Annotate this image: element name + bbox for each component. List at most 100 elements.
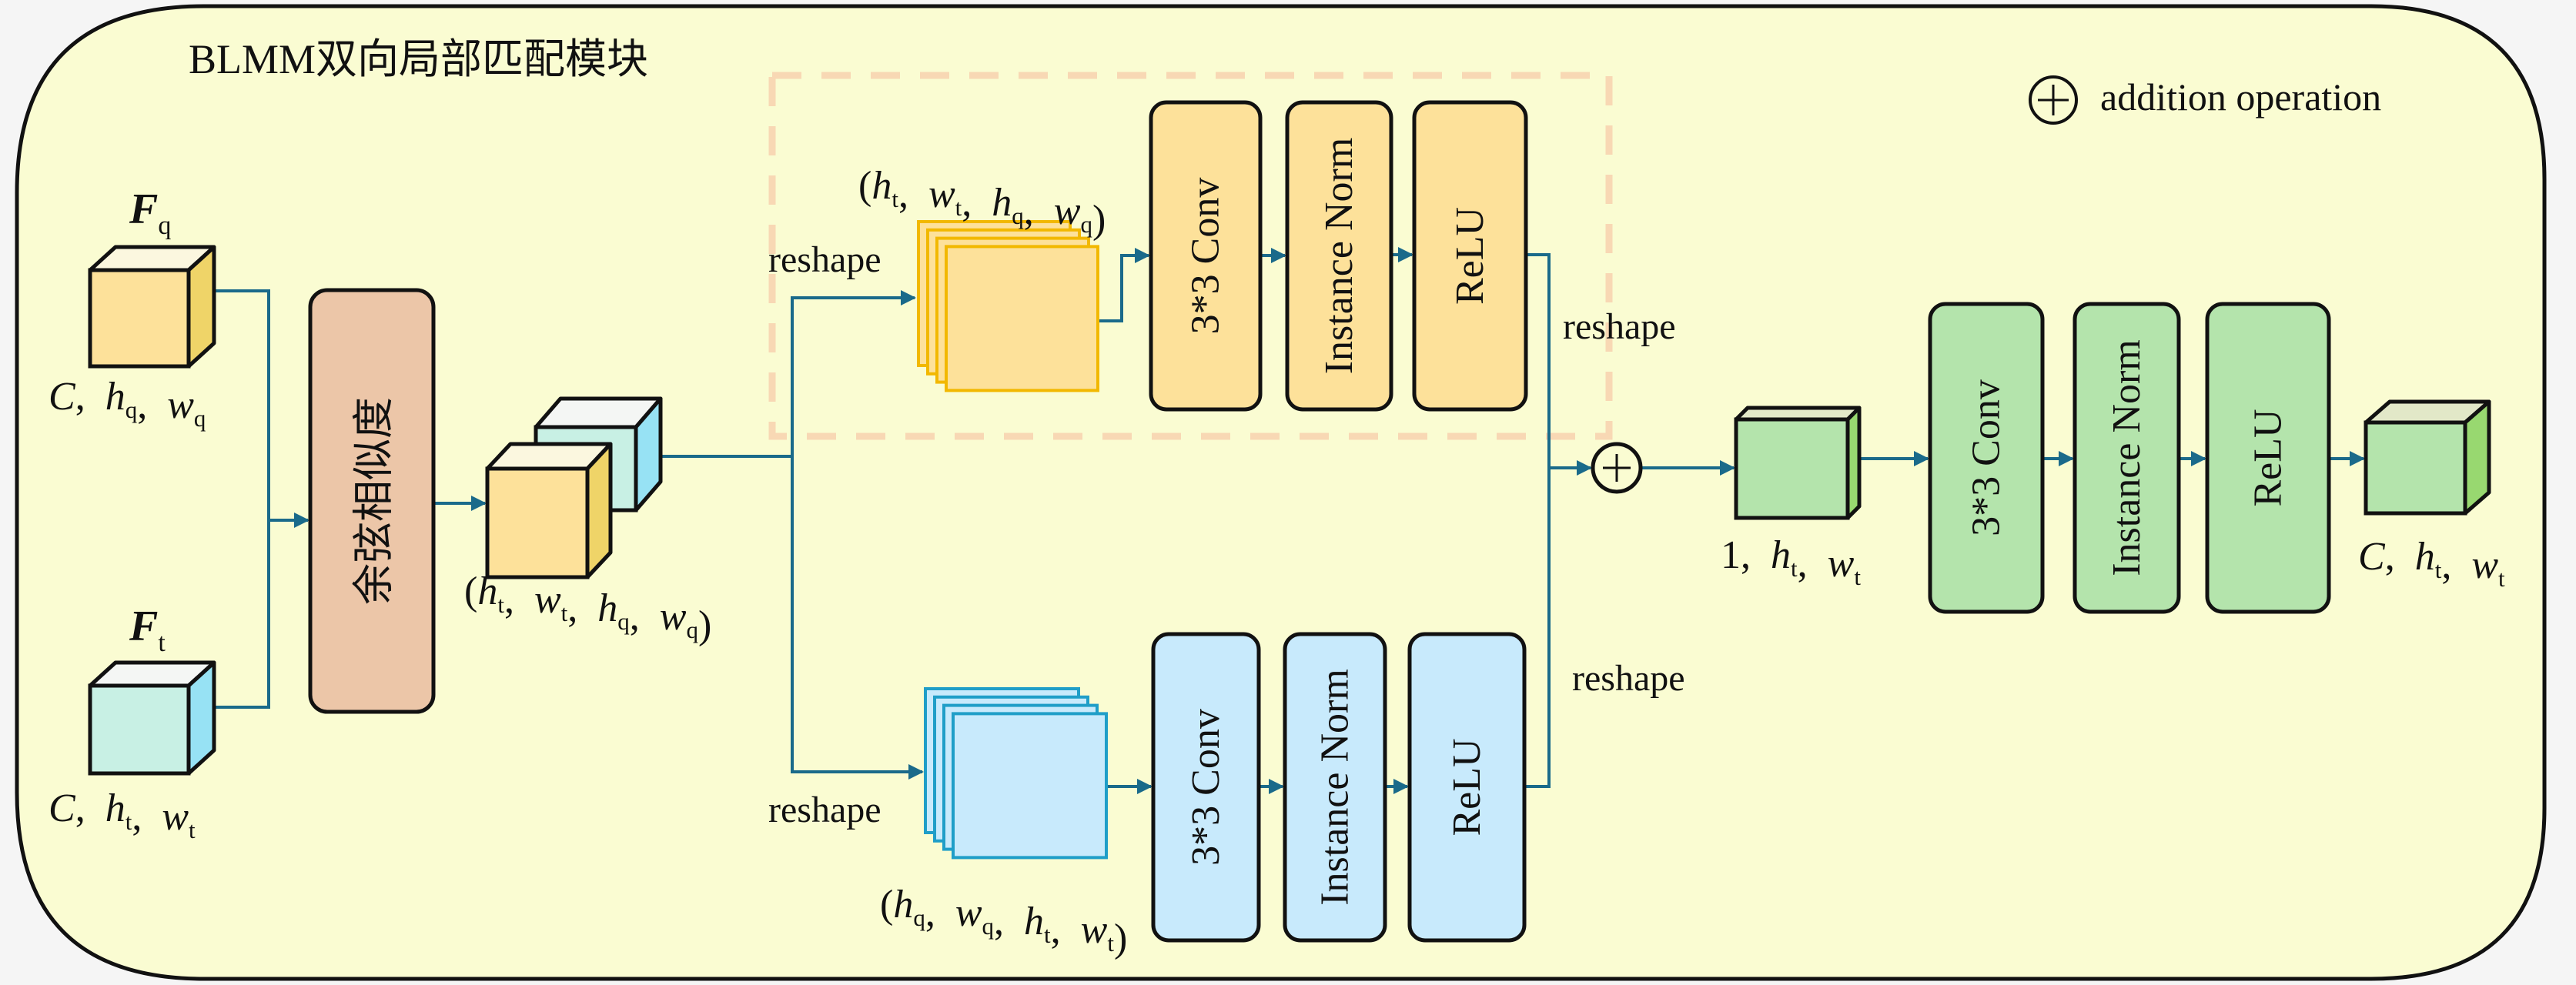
dim-symbol: h	[1771, 533, 1791, 577]
lower-conv-block-label: 3*3 Conv	[1184, 709, 1228, 866]
dim-symbol: h	[893, 883, 913, 927]
upper-conv-block: 3*3 Conv	[1149, 100, 1263, 412]
dim-symbol: h	[477, 569, 497, 613]
module-panel	[15, 4, 2547, 981]
upper-reshaped-stack	[917, 220, 1099, 392]
single-channel-dims: 1, ht, wt	[1721, 533, 1861, 590]
upper-branch-dims: (ht, wt, hq, wq)	[858, 164, 1106, 242]
query-to-cosine-connector	[215, 289, 309, 528]
fusion-relu-block-box	[2205, 302, 2331, 614]
template-feature-dims: C, ht, wt	[49, 786, 196, 843]
correlation-dims: (ht, wt, hq, wq)	[464, 569, 711, 647]
upper-relu-to-add-arrow	[1526, 253, 1592, 476]
template-feature-cube	[88, 660, 216, 776]
upper-norm-block-label: Instance Norm	[1317, 138, 1361, 375]
query-feature-cube-front-face	[88, 268, 191, 369]
lower-norm-block-label: Instance Norm	[1313, 669, 1357, 906]
upper-branch-dashed-frame	[768, 72, 1613, 440]
lower-relu-block-label: ReLU	[1445, 738, 1489, 836]
upper-reshape-in-label: reshape	[768, 239, 882, 280]
labels: Fq C, hq, wq Ft C, ht, wt (ht, wt, hq, wq) (h…	[49, 164, 2505, 960]
upper-reshape-out-label: reshape	[1563, 306, 1676, 347]
query-feature-name: Fq	[129, 185, 171, 240]
upper-conv-block-box	[1149, 100, 1263, 412]
template-feature-name: Ft	[129, 603, 166, 657]
lower-norm-block-box	[1283, 632, 1387, 943]
dim-symbol: w	[534, 578, 561, 622]
upper-relu-block-label: ReLU	[1448, 207, 1492, 305]
connectors	[215, 247, 2365, 794]
dim-symbol: w	[2471, 543, 2498, 587]
dim-symbol: h	[597, 586, 617, 630]
lower-reshape-in-label: reshape	[768, 790, 882, 830]
output-feature-cube-front-face	[2364, 420, 2467, 516]
split-to-lower-branch-arrow	[791, 456, 924, 780]
lower-relu-to-add-line	[1524, 468, 1551, 788]
lower-conv-block: 3*3 Conv	[1151, 632, 1261, 943]
lower-relu-block-box	[1407, 632, 1527, 943]
legend: addition operation	[2029, 75, 2381, 125]
dim-symbol: C	[49, 786, 76, 830]
dim-symbol: w	[162, 795, 189, 839]
lower-reshape-out-label: reshape	[1572, 658, 1685, 699]
split-to-upper-branch-arrow	[791, 290, 916, 456]
cosine-similarity-label: 余弦相似度	[350, 397, 398, 605]
addition-node	[1591, 442, 1643, 494]
dim-symbol: w	[660, 595, 687, 639]
correlation-cube-front-side-face	[585, 442, 613, 579]
query-feature-cube-side-face	[186, 245, 216, 369]
dim-symbol: w	[955, 891, 982, 935]
upper-norm-block-box	[1285, 100, 1393, 412]
correlation-cube-front-front-face	[485, 466, 590, 579]
dim-symbol: w	[928, 172, 955, 216]
template-to-cosine-connector	[215, 520, 270, 709]
upper-reshaped-stack-sheet	[945, 245, 1099, 392]
fusion-norm-block: Instance Norm	[2073, 302, 2181, 614]
lower-conv-block-box	[1151, 632, 1261, 943]
fusion-relu-block: ReLU	[2205, 302, 2331, 614]
module-title: BLMM双向局部匹配模块	[189, 36, 648, 82]
output-feature-cube-side-face	[2463, 399, 2491, 516]
dim-symbol: h	[992, 181, 1012, 225]
legend-label: addition operation	[2100, 75, 2381, 119]
dim-symbol: C	[49, 375, 76, 419]
fusion-conv-block: 3*3 Conv	[1928, 302, 2045, 614]
correlation-cube-front	[485, 442, 613, 579]
upper-norm-block: Instance Norm	[1285, 100, 1393, 412]
dim-symbol: w	[1081, 908, 1108, 952]
dim-symbol: h	[1024, 900, 1044, 943]
dim-symbol: 1	[1721, 533, 1741, 577]
upper-relu-block: ReLU	[1412, 100, 1528, 412]
lower-branch-dims: (hq, wq, ht, wt)	[880, 883, 1127, 960]
template-feature-cube-front-face	[88, 683, 191, 776]
fusion-relu-block-label: ReLU	[2246, 409, 2290, 506]
dim-symbol: C	[2358, 535, 2386, 579]
single-channel-cube-front-face	[1734, 417, 1850, 520]
query-feature-dims: C, hq, wq	[49, 375, 206, 432]
dim-symbol: h	[871, 164, 892, 208]
lower-reshaped-stack-sheet	[952, 712, 1108, 860]
fusion-conv-block-box	[1928, 302, 2045, 614]
dim-symbol: w	[1054, 189, 1081, 233]
fusion-conv-block-label: 3*3 Conv	[1965, 379, 2009, 536]
lower-relu-block: ReLU	[1407, 632, 1527, 943]
single-channel-cube	[1734, 406, 1862, 520]
dim-symbol: h	[2415, 535, 2435, 579]
fusion-norm-block-box	[2073, 302, 2181, 614]
output-feature-dims: C, ht, wt	[2358, 535, 2505, 592]
addition-legend-icon	[2029, 75, 2078, 125]
dim-symbol: w	[167, 383, 194, 427]
output-feature-cube	[2364, 399, 2491, 516]
cosine-similarity-block: 余弦相似度	[308, 288, 436, 714]
query-feature-cube	[88, 245, 216, 369]
fusion-norm-block-label: Instance Norm	[2105, 339, 2149, 576]
dim-symbol: h	[105, 375, 125, 419]
lower-reshaped-stack	[924, 687, 1108, 860]
lower-norm-block: Instance Norm	[1283, 632, 1387, 943]
dim-symbol: w	[1828, 542, 1855, 586]
upper-conv-block-label: 3*3 Conv	[1184, 178, 1228, 335]
upper-relu-block-box	[1412, 100, 1528, 412]
dim-symbol: h	[105, 786, 125, 830]
